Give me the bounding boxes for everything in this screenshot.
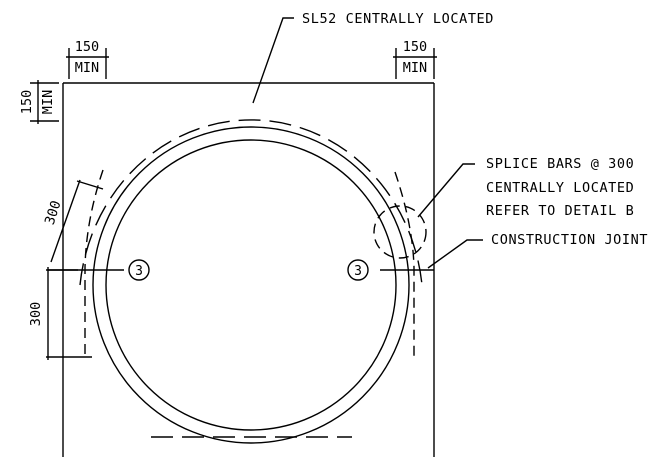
inner-circle	[105, 139, 397, 431]
bar-mark-left: 3	[128, 259, 150, 281]
note-construction-joint: CONSTRUCTION JOINT	[491, 232, 648, 248]
bar-mark-right-label: 3	[354, 264, 362, 279]
bar-mark-left-label: 3	[135, 264, 143, 279]
dashed-bar-arc	[79, 119, 423, 286]
dim-arc-spacing: 300	[42, 179, 104, 271]
note-sl52: SL52 CENTRALLY LOCATED	[302, 11, 494, 27]
leader-splice-bars	[417, 163, 475, 218]
dim-top-left: 150 MIN	[66, 39, 109, 79]
dim-top-left-value: 150	[75, 39, 99, 55]
dim-top-right-min: MIN	[403, 60, 427, 76]
note-splice-line3: REFER TO DETAIL B	[486, 203, 634, 219]
right-splice-bar	[394, 171, 415, 360]
leader-construction-joint	[427, 239, 483, 269]
left-splice-bar	[84, 169, 104, 360]
dim-top-right-value: 150	[403, 39, 427, 55]
leader-sl52	[252, 17, 294, 104]
bar-mark-right: 3	[347, 259, 369, 281]
dim-side-top-min: MIN	[40, 90, 56, 114]
dim-vertical-spacing-value: 300	[28, 302, 44, 326]
dim-vertical-spacing: 300	[28, 267, 92, 360]
dim-side-top: 150 MIN	[19, 80, 59, 124]
dim-side-top-value: 150	[19, 90, 35, 114]
outer-circle	[92, 126, 410, 444]
detail-b-callout-circle	[373, 205, 427, 259]
dim-arc-spacing-value: 300	[42, 199, 65, 227]
note-splice-line2: CENTRALLY LOCATED	[486, 180, 634, 196]
note-splice-line1: SPLICE BARS @ 300	[486, 156, 634, 172]
dim-top-left-min: MIN	[75, 60, 99, 76]
dim-top-right: 150 MIN	[393, 39, 437, 79]
